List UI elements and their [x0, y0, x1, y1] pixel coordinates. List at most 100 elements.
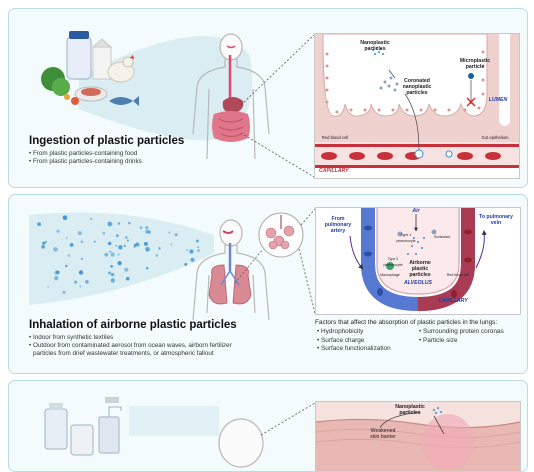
airborne-particle [104, 252, 109, 257]
air-label: Air [412, 208, 420, 214]
airborne-particle [145, 226, 149, 230]
cosmetic-bottles-icon [44, 397, 122, 456]
bullet-item: • From plastic particles-containing food [29, 150, 138, 157]
type-2-pneumocyte-label: Type 2 pneumocyte [383, 257, 403, 267]
airborne-particle [110, 278, 116, 283]
airborne-particle [125, 276, 130, 281]
coronated-label: Coronated nanoplastic particles [402, 78, 432, 96]
skin-zoom-diagram: Nanoplastic particles Weakened skin barr… [315, 401, 521, 471]
airborne-particle [77, 231, 82, 236]
airborne-particle [62, 215, 65, 218]
airborne-particle [44, 240, 48, 244]
airborne-particle [85, 280, 89, 284]
airborne-particle [81, 257, 83, 260]
airborne-particle [93, 240, 96, 243]
ingestion-panel: Ingestion of plastic particles • From pl… [8, 8, 528, 188]
bullet-item-continued: particles from drief wastewater treatmen… [33, 350, 214, 357]
airborne-particle [110, 265, 113, 268]
airborne-particle [108, 271, 112, 275]
factor-item: • Hydrophobicity [317, 328, 364, 335]
airborne-particle [74, 280, 78, 284]
airborne-particle [186, 249, 188, 251]
airborne-particle [37, 222, 41, 227]
airborne-particle [170, 243, 173, 246]
airborne-particle [127, 239, 129, 242]
human-head-icon [218, 418, 264, 468]
airborne-particle [145, 247, 150, 252]
dermal-illustration [44, 397, 316, 468]
airborne-particle [65, 237, 68, 239]
factor-item: • Surface functionalization [317, 345, 391, 352]
to-pulmonary-vein-label: To pulmonary vein [479, 214, 513, 226]
intestine-zoom-diagram: Nanoplastic particles Microplastic parti… [314, 33, 520, 179]
nanoplastic-label: Nanoplastic particles [395, 404, 425, 416]
panel-title: Inhalation of airborne plastic particles [29, 319, 237, 331]
factor-item: • Surface charge [317, 336, 365, 344]
airborne-particle [65, 264, 68, 268]
type-1-pneumocyte-label: Type 1 pneumocyte [396, 233, 416, 243]
lumen-label: LUMEN [488, 97, 508, 103]
airborne-particle [117, 222, 121, 225]
airborne-particle [155, 254, 159, 257]
airborne-particle [184, 263, 188, 266]
airborne-particle [197, 249, 200, 252]
airborne-particle [42, 241, 46, 245]
bullet-item: • Indoor from synthetic textiles [29, 334, 114, 341]
airborne-particle [67, 254, 71, 257]
airborne-particle [56, 270, 60, 274]
airborne-particle [47, 286, 49, 288]
surfactant-label: Surfactant [434, 235, 450, 239]
inhalation-panel: Inhalation of airborne plastic particles… [8, 194, 528, 374]
weakened-skin-barrier-label: Weakened skin barrier [370, 428, 396, 440]
bullet-item: • From plastic particles-containing drin… [29, 158, 142, 165]
alveolus-label: ALVEOLUS [404, 280, 432, 286]
capillary-label: CAPILLARY [319, 168, 349, 174]
airborne-particle [117, 261, 122, 266]
airborne-particle [116, 234, 119, 237]
dermal-panel: Nanoplastic particles Weakened skin barr… [8, 380, 528, 472]
from-pulmonary-artery-label: From pulmonary artery [324, 216, 352, 234]
airborne-particle [56, 229, 60, 233]
microplastic-label: Microplastic particle [459, 58, 491, 70]
airborne-particle [145, 229, 149, 234]
red-blood-cell-label: Red blood cell [446, 273, 470, 277]
airborne-particle [118, 245, 123, 250]
airborne-particle [78, 270, 84, 275]
airborne-particle [174, 233, 178, 237]
airborne-particle [110, 272, 115, 277]
factor-item: • Surrounding protein coronas [419, 328, 504, 335]
airborne-particle [195, 239, 199, 243]
airborne-particle [143, 241, 148, 246]
factor-item: • Particle size [419, 336, 458, 344]
airborne-particle [115, 244, 118, 247]
airborne-particle [108, 241, 112, 246]
airborne-particle [135, 242, 140, 247]
airborne-particle [107, 221, 113, 227]
airborne-particle [110, 252, 115, 257]
panel-title: Ingestion of plastic particles [29, 135, 185, 147]
airborne-particle [109, 250, 112, 253]
airborne-particle [190, 257, 195, 262]
airborne-particles [37, 215, 200, 294]
airborne-particle [79, 285, 82, 288]
macrophage-label: Macrophage [380, 273, 400, 277]
airborne-particle [128, 221, 131, 225]
airborne-particles-label: Airborne plastic particles [409, 260, 431, 278]
airborne-particle [41, 245, 45, 249]
airborne-particle [123, 244, 126, 247]
nanoplastic-label: Nanoplastic particles [360, 40, 390, 52]
airborne-particle [62, 290, 66, 294]
capillary-label: CAPILLARY [438, 298, 468, 304]
airborne-particle [168, 231, 171, 234]
bullet-item: • Outdoor from contaminated aerosol from… [29, 342, 232, 349]
airborne-particle [189, 249, 194, 254]
airborne-particle [117, 253, 120, 256]
food-icon [41, 31, 139, 106]
airborne-particle [139, 226, 143, 230]
airborne-particle [69, 243, 74, 247]
airborne-particle [133, 245, 136, 248]
airborne-particle [124, 267, 129, 272]
airborne-particle [53, 247, 58, 252]
airborne-particle [54, 276, 59, 281]
airborne-particle [80, 240, 84, 244]
